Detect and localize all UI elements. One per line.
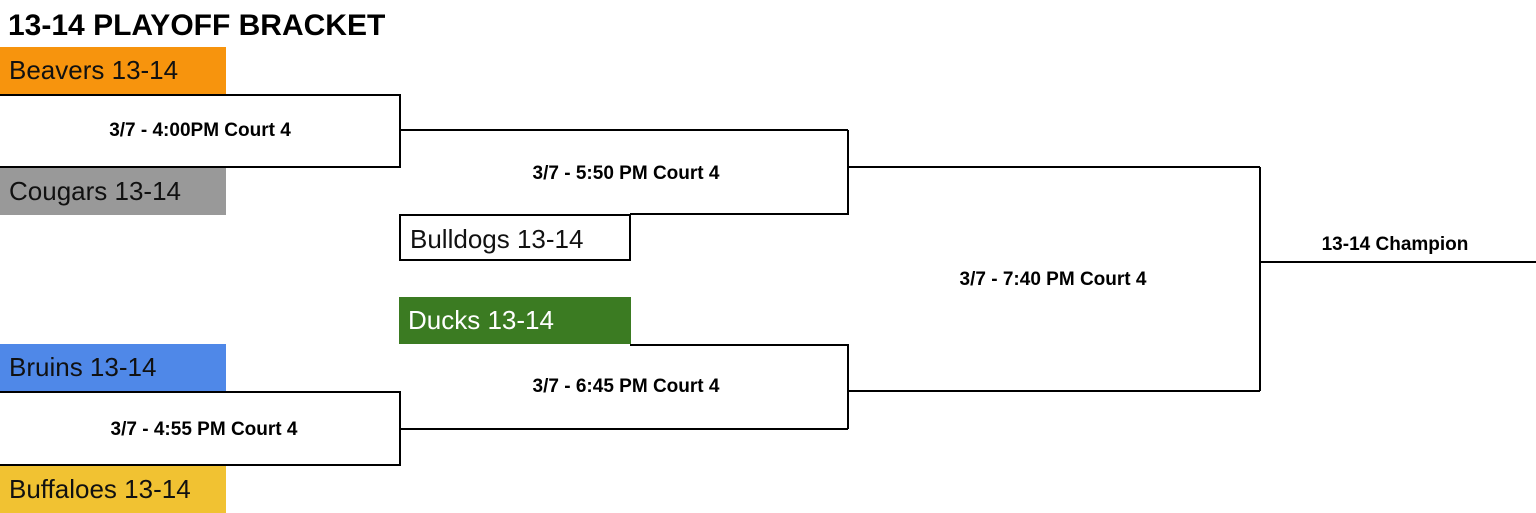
team-ducks: Ducks 13-14 — [399, 297, 631, 344]
game-label-game4: 3/7 - 6:45 PM Court 4 — [532, 376, 720, 397]
page-title: 13-14 PLAYOFF BRACKET — [8, 9, 386, 42]
champion-label: 13-14 Champion — [1321, 234, 1469, 255]
game-label-game2: 3/7 - 4:55 PM Court 4 — [110, 419, 298, 440]
team-cougars: Cougars 13-14 — [0, 168, 226, 215]
game-label-final: 3/7 - 7:40 PM Court 4 — [959, 269, 1147, 290]
game-label-game1: 3/7 - 4:00PM Court 4 — [109, 120, 291, 141]
team-bruins: Bruins 13-14 — [0, 344, 226, 391]
bracket-line-game4 — [630, 344, 849, 429]
team-bulldogs: Bulldogs 13-14 — [399, 214, 631, 261]
bracket-line-game3 — [630, 130, 849, 215]
game-label-game3: 3/7 - 5:50 PM Court 4 — [532, 163, 720, 184]
team-buffaloes: Buffaloes 13-14 — [0, 466, 226, 513]
team-beavers: Beavers 13-14 — [0, 47, 226, 94]
